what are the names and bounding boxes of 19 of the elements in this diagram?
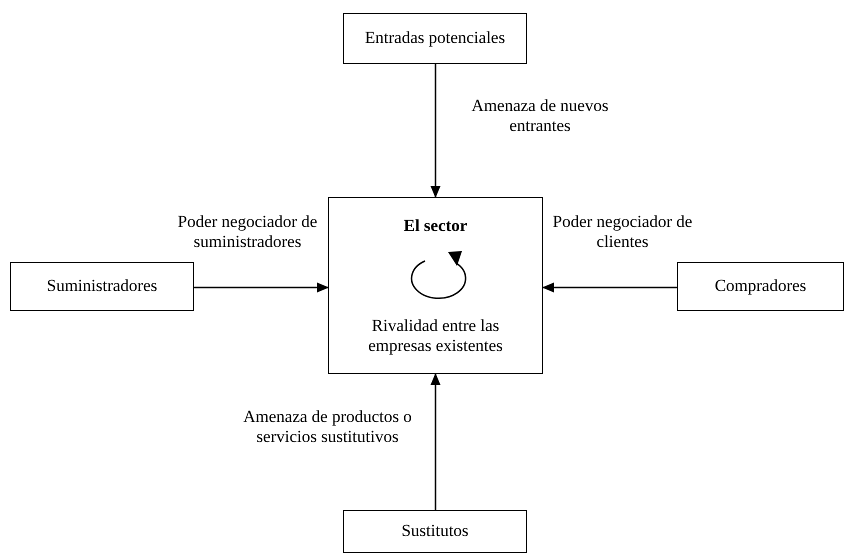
box-heading: El sector bbox=[404, 216, 468, 236]
box-label: Sustitutos bbox=[401, 521, 469, 542]
edge-label: Amenaza de productos o servicios sustitutivos bbox=[242, 407, 413, 448]
arrow bbox=[430, 373, 440, 510]
box-label: Compradores bbox=[714, 276, 806, 297]
buyer-box bbox=[677, 262, 844, 311]
box-text: Rivalidad entre las empresas existentes bbox=[367, 316, 504, 357]
box-label: Entradas potenciales bbox=[364, 28, 506, 49]
box-label: Suministradores bbox=[46, 276, 158, 297]
supplier-box bbox=[10, 262, 194, 311]
industry-box bbox=[328, 197, 543, 374]
substitute-box bbox=[343, 510, 527, 553]
edge-label: Poder negociador de clientes bbox=[552, 212, 694, 253]
edge-label: Poder negociador de suministradores bbox=[176, 212, 318, 253]
arrow bbox=[430, 64, 440, 198]
arrow bbox=[542, 282, 677, 292]
arrow bbox=[194, 282, 329, 292]
edge-label: Amenaza de nuevos entrantes bbox=[470, 96, 610, 137]
entrant-box bbox=[343, 13, 527, 64]
